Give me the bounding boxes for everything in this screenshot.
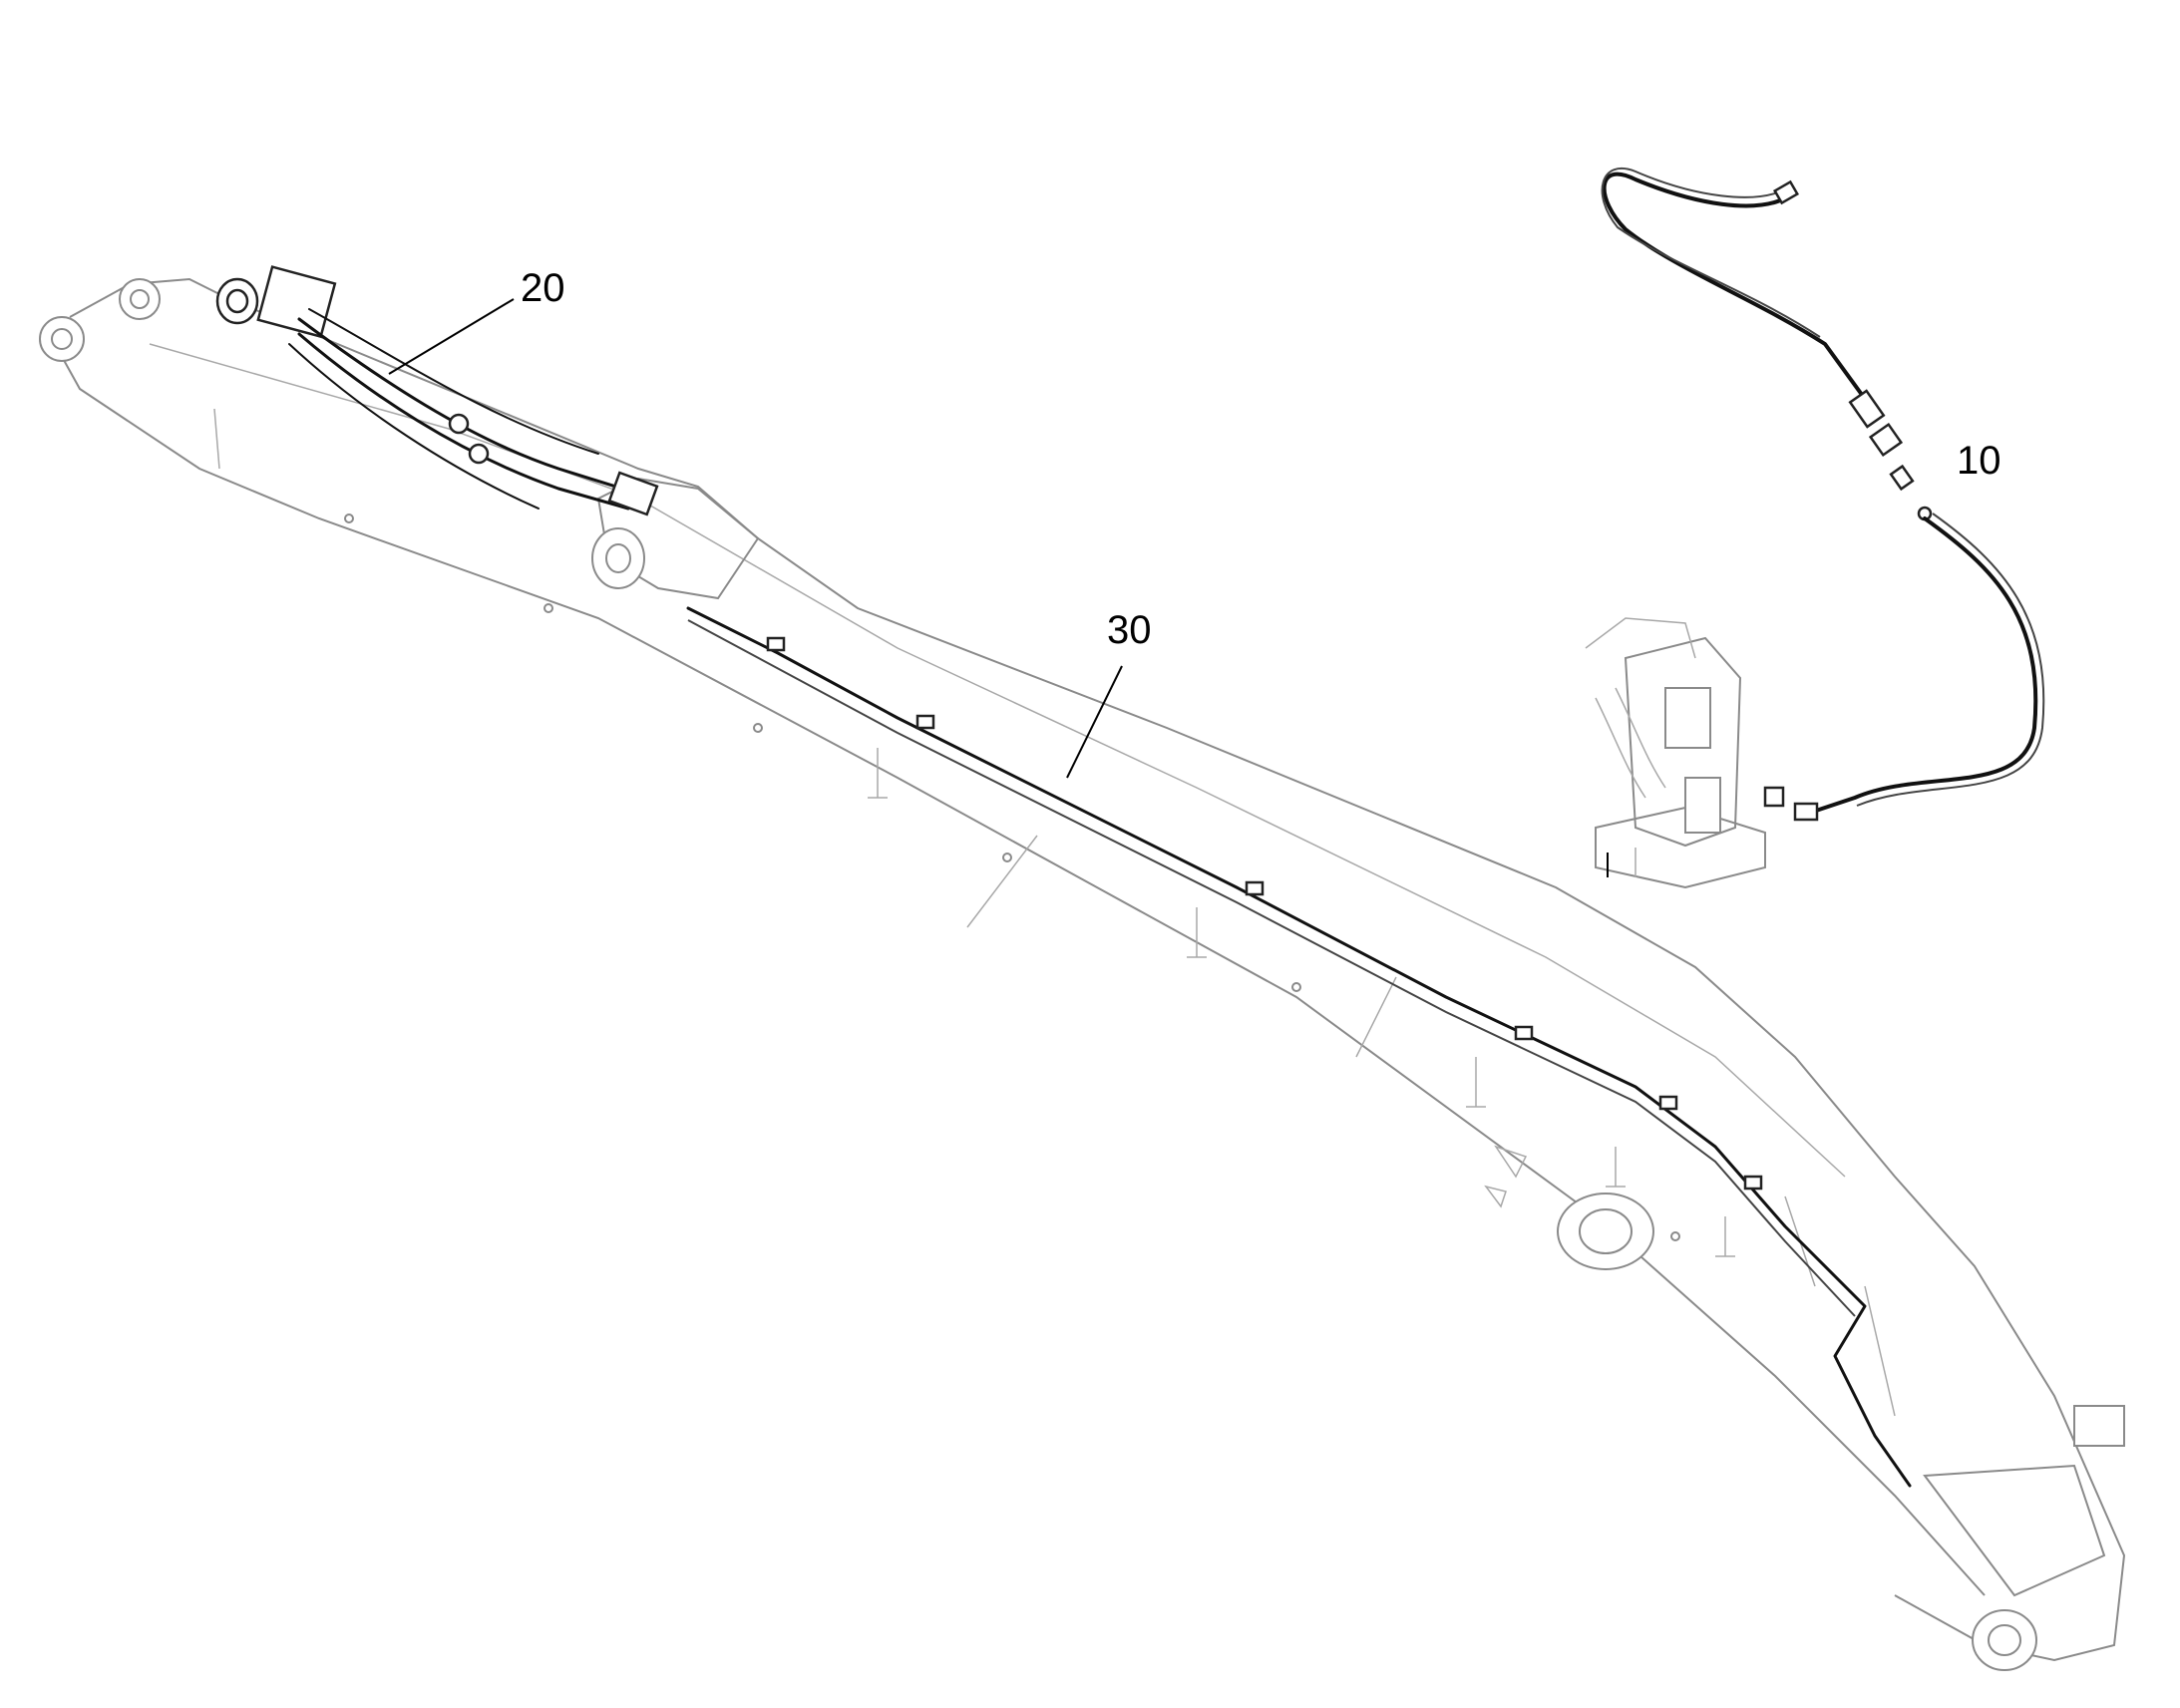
valve-block-assembly — [1585, 617, 1766, 889]
leader-line-30 — [1066, 665, 1123, 779]
callout-label-20: 20 — [521, 266, 565, 310]
callout-label-10: 10 — [1957, 439, 2001, 483]
callout-group-10: 10 — [1957, 439, 2001, 483]
hose-item-10 — [1601, 168, 2045, 822]
leader-line-20 — [388, 298, 515, 375]
callout-group-30: 30 — [1066, 608, 1152, 779]
callout-group-20: 20 — [388, 266, 565, 375]
callout-label-30: 30 — [1107, 608, 1152, 652]
boom-structure — [39, 277, 2126, 1671]
boom-hose-lines — [215, 265, 1912, 1488]
